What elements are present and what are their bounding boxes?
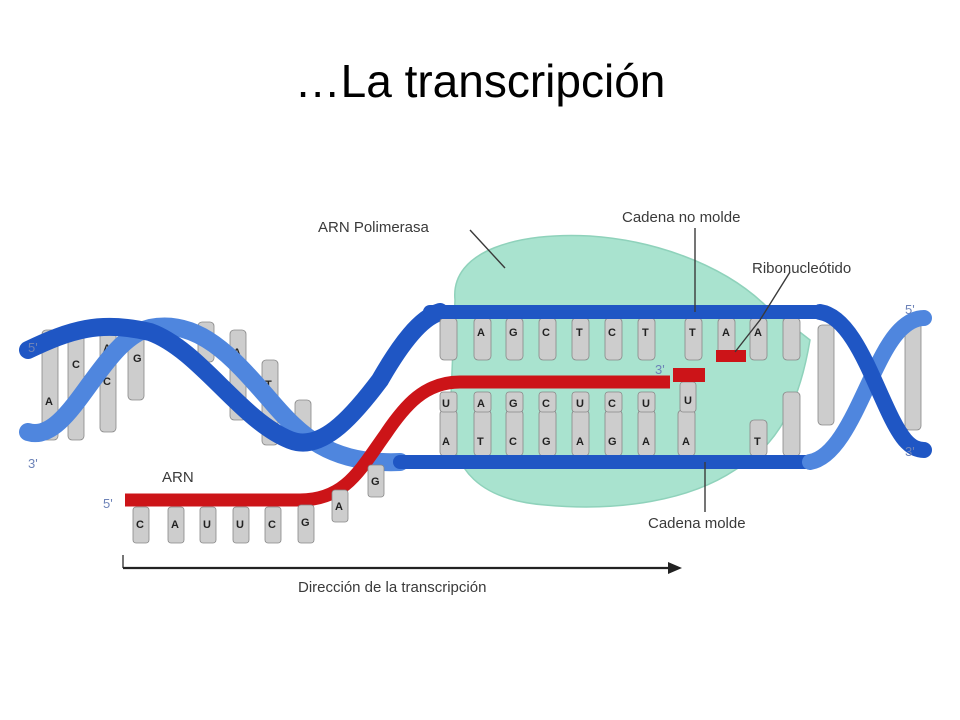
base-letter: G [371, 476, 380, 488]
base-letter: C [72, 359, 80, 371]
base-letter: T [689, 327, 696, 339]
transcription-direction-arrow [122, 555, 682, 574]
base-letter: A [576, 436, 584, 448]
rna-start-end-label: 5' [103, 496, 113, 511]
right-top-end-label: 5' [905, 302, 915, 317]
base-letter: A [171, 519, 179, 531]
right-bottom-end-label: 3' [905, 444, 915, 459]
rna-bubble-nucleotides [439, 381, 697, 413]
template-strand-label: Cadena molde [648, 515, 746, 532]
incoming-ribonucleotide [716, 350, 746, 362]
template-strand-bases: A T C G A G A A T [442, 436, 761, 448]
base-letter: T [754, 436, 761, 448]
base-letter: C [542, 398, 550, 410]
left-helix-backbone [19, 303, 449, 472]
base-letter: C [509, 436, 517, 448]
base-letter: G [542, 436, 551, 448]
non-template-strand-label: Cadena no molde [622, 209, 740, 226]
bubble-backbone [393, 305, 827, 469]
base-letter: A [45, 396, 53, 408]
base-letter: U [236, 519, 244, 531]
left-bottom-end-label: 3' [28, 456, 38, 471]
base-letter: G [301, 517, 310, 529]
base-letter: G [509, 398, 518, 410]
rna-bubble-bases: U A G C U C U U [442, 395, 692, 410]
base-letter: A [754, 327, 762, 339]
rna-polymerase-label: ARN Polimerasa [318, 219, 430, 236]
base-letter: U [442, 398, 450, 410]
base-letter: T [477, 436, 484, 448]
rna-label: ARN [162, 469, 194, 486]
base-letter: C [608, 327, 616, 339]
base-letter: C [268, 519, 276, 531]
rna-free-bases: C A U U C G A G [136, 476, 380, 531]
base-letter: A [682, 436, 690, 448]
base-letter: A [477, 327, 485, 339]
base-letter: U [642, 398, 650, 410]
base-letter: G [509, 327, 518, 339]
base-letter: U [684, 395, 692, 407]
base-letter: A [642, 436, 650, 448]
base-letter: U [203, 519, 211, 531]
base-letter: C [136, 519, 144, 531]
base-letter: A [442, 436, 450, 448]
base-letter: G [133, 353, 142, 365]
base-letter: A [477, 398, 485, 410]
rna-tip-nucleotide [673, 368, 705, 382]
slide-title: …La transcripción [294, 55, 666, 107]
transcription-direction-label: Dirección de la transcripción [298, 579, 486, 596]
left-top-end-label: 5' [28, 340, 38, 355]
ribonucleotide-label: Ribonucleótido [752, 260, 851, 277]
non-template-strand-nucleotides [439, 317, 801, 361]
base-letter: C [103, 376, 111, 388]
base-letter: C [608, 398, 616, 410]
base-letter: A [722, 327, 730, 339]
rna-free-nucleotides [132, 464, 385, 544]
rna-end-end-label: 3' [655, 362, 665, 377]
base-letter: A [335, 501, 343, 513]
rna-strand [125, 368, 705, 507]
base-letter: T [642, 327, 649, 339]
leader-lines [469, 228, 791, 512]
non-template-strand-bases: A G C T C T T A A [477, 327, 762, 339]
base-letter: U [576, 398, 584, 410]
base-letter: C [542, 327, 550, 339]
base-letter: G [608, 436, 617, 448]
right-helix [802, 304, 932, 470]
base-letter: T [576, 327, 583, 339]
